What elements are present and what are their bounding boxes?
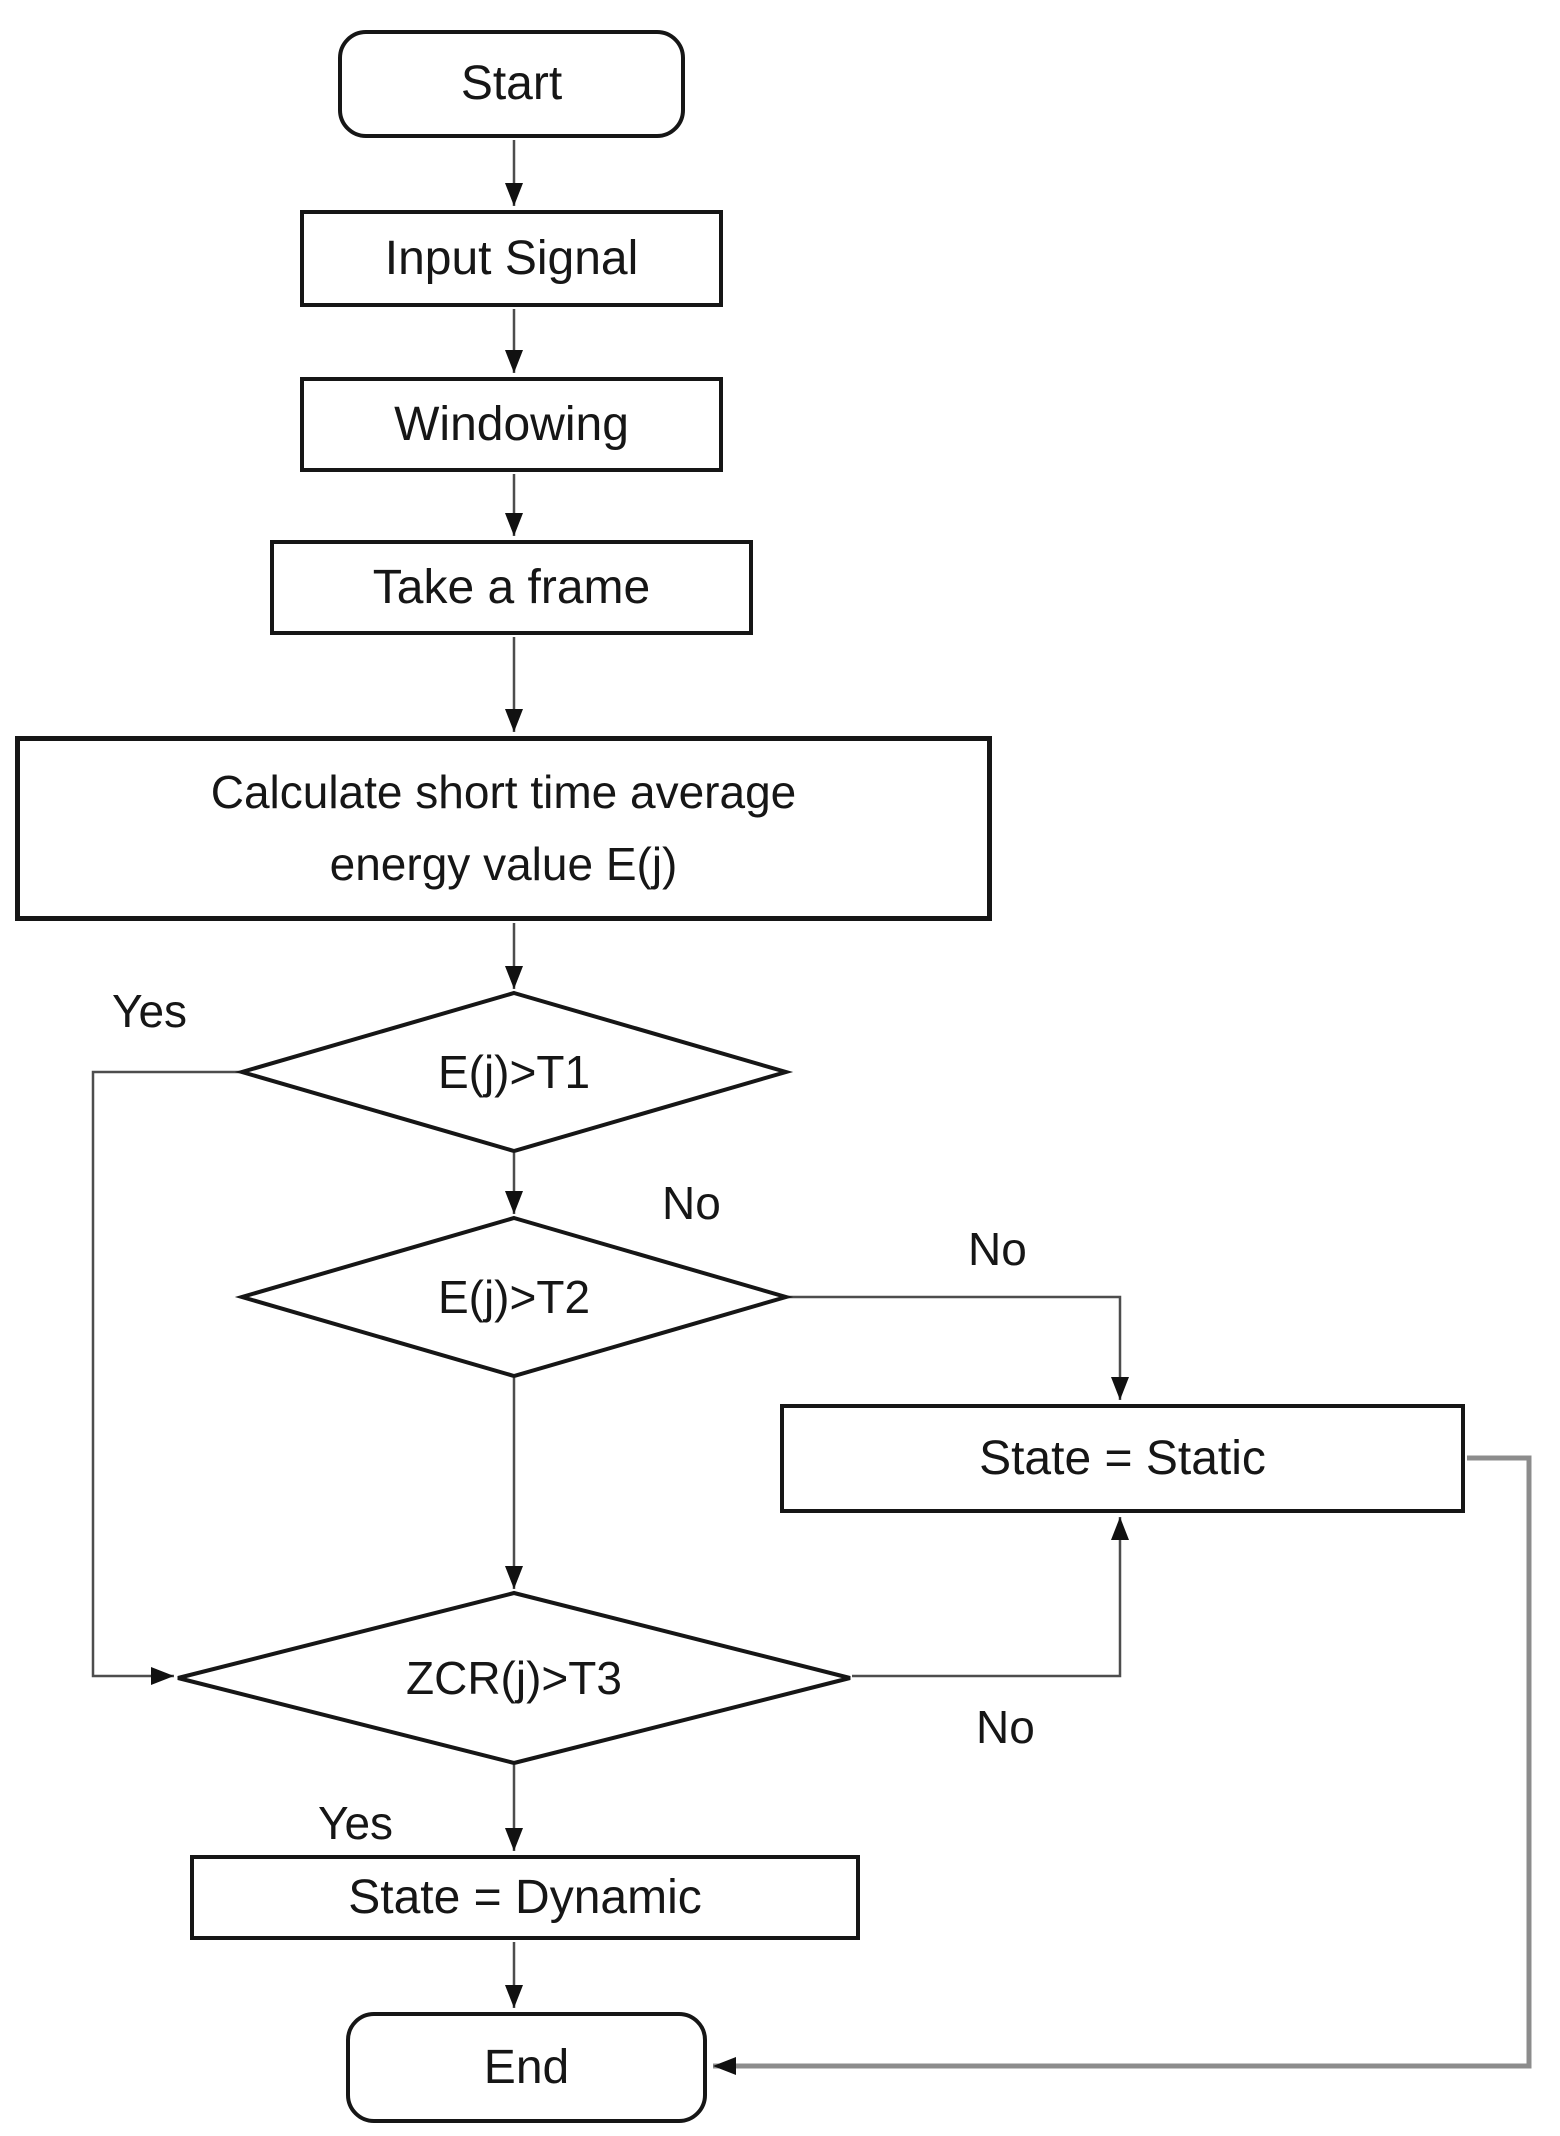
decision-zcr-t3-label: ZCR(j)>T3 bbox=[406, 1652, 622, 1704]
node-start-label: Start bbox=[460, 57, 563, 111]
node-calculate-energy-line1: Calculate short time average bbox=[210, 766, 797, 819]
node-input-signal-label: Input Signal bbox=[384, 231, 639, 285]
node-windowing-label: Windowing bbox=[394, 397, 629, 451]
node-calculate-energy: Calculate short time average energy valu… bbox=[15, 736, 992, 921]
node-end-label: End bbox=[483, 2040, 570, 2094]
node-take-a-frame-label: Take a frame bbox=[372, 560, 651, 614]
decision-zcr-t3-shape bbox=[177, 1590, 851, 1766]
node-windowing: Windowing bbox=[300, 377, 723, 472]
arrow-t3-no-to-static bbox=[852, 1517, 1129, 1678]
node-end: End bbox=[346, 2012, 707, 2123]
node-take-a-frame: Take a frame bbox=[270, 540, 753, 635]
arrow-static-to-end bbox=[713, 1455, 1532, 2075]
edge-label-t1-yes: Yes bbox=[112, 985, 188, 1037]
node-start: Start bbox=[338, 30, 685, 138]
decision-ej-t1-shape bbox=[234, 990, 794, 1154]
edge-label-t1-no: No bbox=[662, 1177, 721, 1229]
edge-label-t3-yes: Yes bbox=[318, 1797, 394, 1849]
node-state-static: State = Static bbox=[780, 1404, 1465, 1513]
decision-ej-t2-shape bbox=[234, 1215, 794, 1379]
decision-ej-t1-label: E(j)>T1 bbox=[437, 1046, 591, 1098]
edge-label-t2-no: No bbox=[968, 1223, 1027, 1275]
decision-ej-t2-label: E(j)>T2 bbox=[437, 1271, 591, 1323]
node-calculate-energy-line2: energy value E(j) bbox=[329, 837, 678, 890]
node-state-static-label: State = Static bbox=[979, 1431, 1266, 1485]
node-state-dynamic-label: State = Dynamic bbox=[348, 1870, 702, 1924]
node-input-signal: Input Signal bbox=[300, 210, 723, 307]
edge-label-t3-no: No bbox=[976, 1701, 1035, 1753]
arrow-t2-no-to-static bbox=[788, 1295, 1129, 1400]
arrow-t1-yes-to-t3 bbox=[91, 1070, 245, 1685]
node-state-dynamic: State = Dynamic bbox=[190, 1855, 860, 1940]
